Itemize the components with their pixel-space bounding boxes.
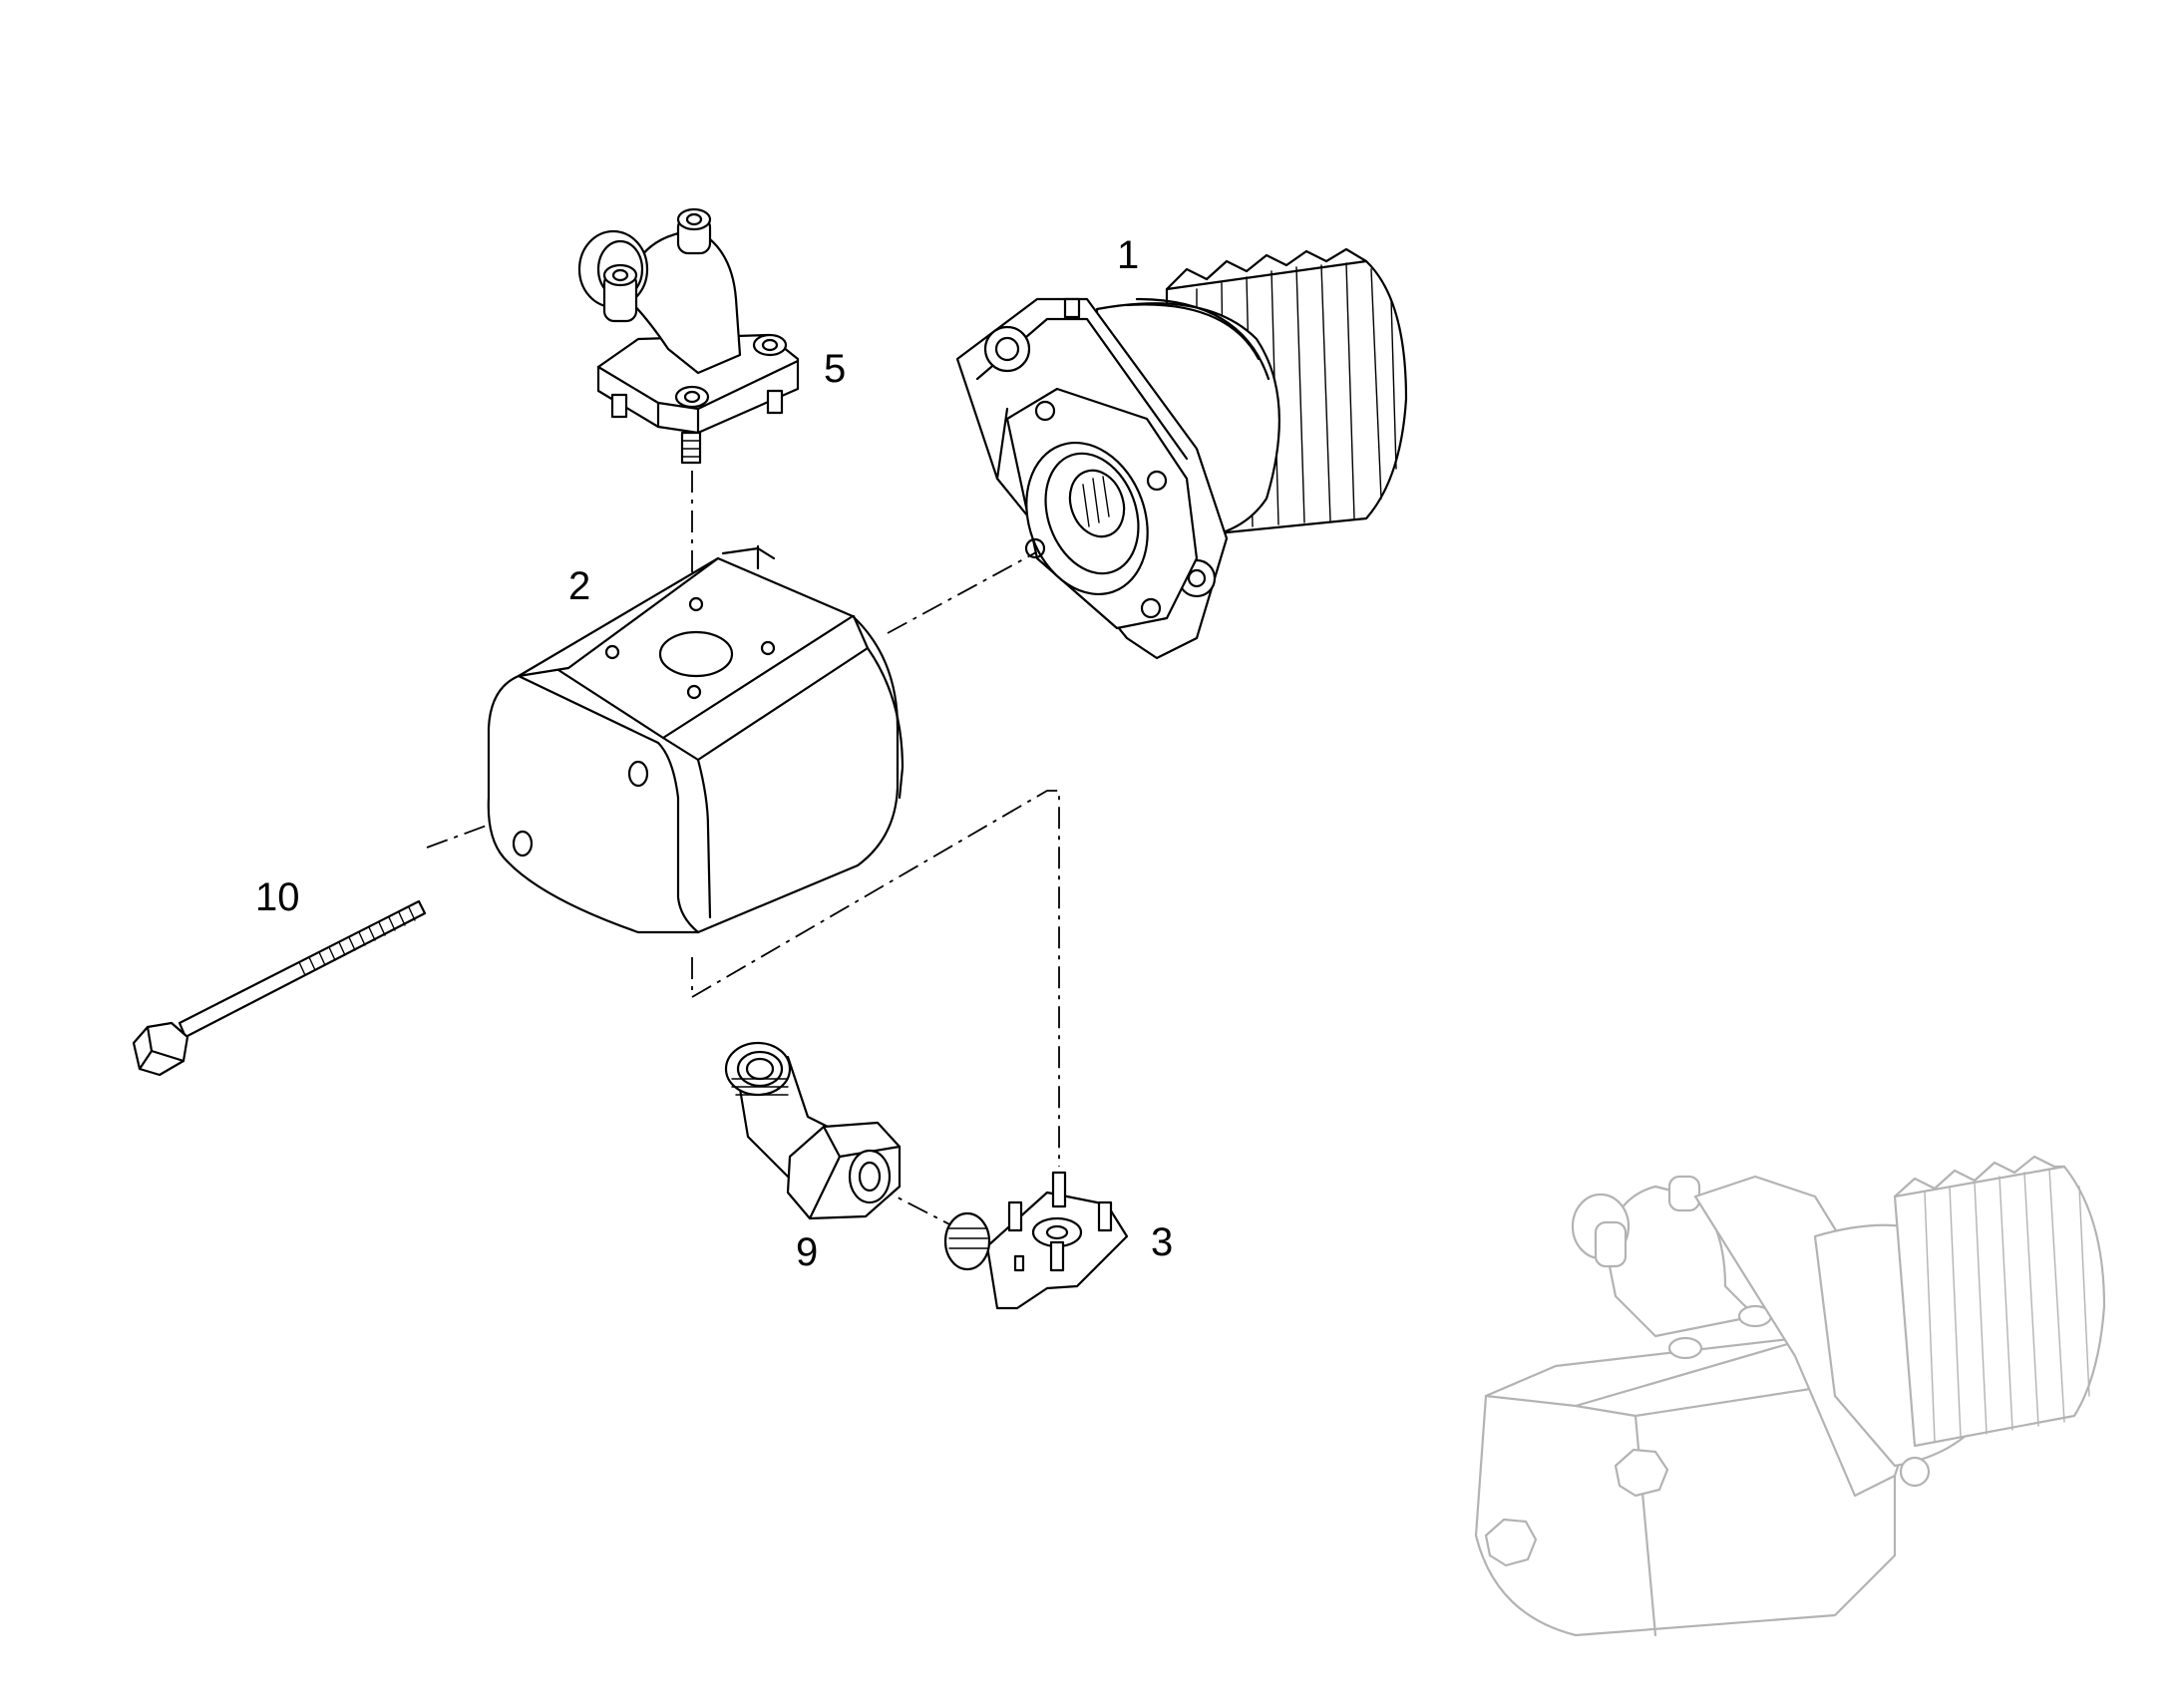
elbow-fitting-part-9[interactable] [724,1041,902,1220]
callout-part-9: 9 [796,1230,819,1274]
pump-body-part-2[interactable] [487,544,905,934]
gear-flange-part-1[interactable] [955,247,1408,660]
callout-part-10: 10 [255,875,300,919]
assembled-view-thumbnail [1474,1155,2106,1637]
elbow-flange-part-5[interactable] [577,207,800,465]
callout-part-3: 3 [1151,1220,1174,1264]
flange-fitting-part-3[interactable] [943,1171,1129,1310]
callout-part-5: 5 [824,347,847,391]
bolt-part-10[interactable] [132,899,427,1077]
callout-part-1: 1 [1117,233,1140,277]
callout-part-2: 2 [568,564,591,608]
